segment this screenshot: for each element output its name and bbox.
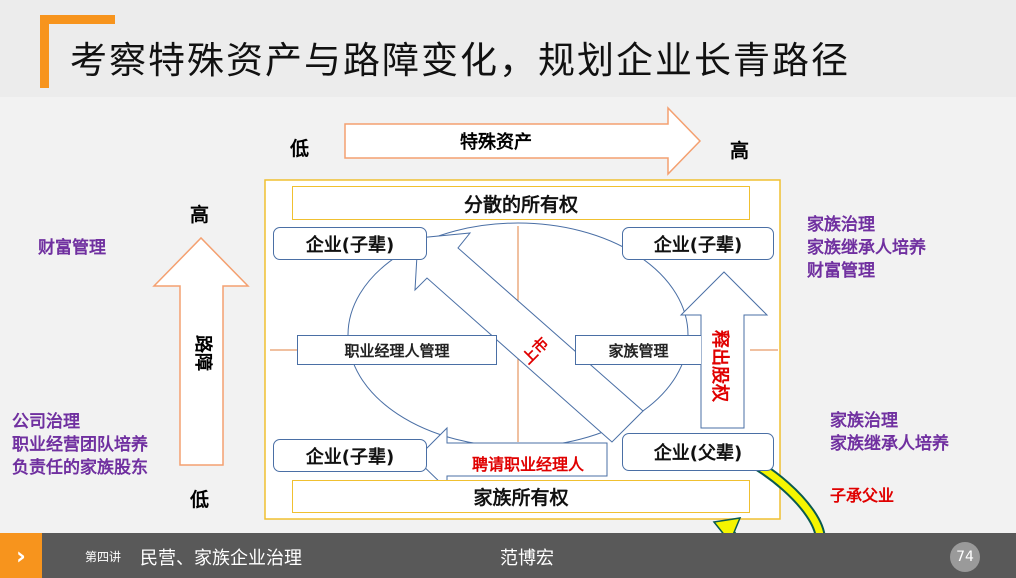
- enterprise-children-top-left: 企业(子辈): [273, 227, 427, 260]
- family-ownership-bar: 家族所有权: [292, 480, 750, 513]
- left-axis-low: 低: [190, 489, 210, 511]
- note-line: 财富管理: [807, 261, 875, 281]
- top-axis-low: 低: [290, 138, 310, 160]
- top-axis-high: 高: [730, 140, 750, 162]
- top-axis-label: 特殊资产: [460, 132, 532, 153]
- family-management-box: 家族管理: [575, 335, 701, 365]
- note-line: 负责任的家族股东: [12, 458, 148, 478]
- release-equity-label: 释出股权: [709, 330, 730, 402]
- title-bar: [0, 0, 1016, 97]
- barrier-arrow: [152, 236, 250, 466]
- lecture-number: 第四讲: [85, 550, 122, 564]
- note-line: 职业经营团队培养: [12, 435, 148, 455]
- page-number: 74: [950, 542, 980, 572]
- succession-note: 子承父业: [830, 486, 895, 505]
- enterprise-children-top-right: 企业(子辈): [622, 227, 774, 260]
- hire-manager-label: 聘请职业经理人: [472, 455, 585, 474]
- succession-arrowhead: [712, 517, 742, 544]
- professional-management-box: 职业经理人管理: [297, 335, 497, 365]
- note-line: 家族治理: [807, 215, 875, 235]
- title-bracket-decoration: [40, 15, 115, 88]
- right-note-bottom: 家族治理 家族继承人培养: [830, 410, 949, 456]
- right-note-top: 家族治理 家族继承人培养 财富管理: [807, 214, 926, 283]
- note-line: 公司治理: [12, 412, 80, 432]
- course-title: 民营、家族企业治理: [140, 548, 302, 569]
- enterprise-parents: 企业(父辈): [622, 433, 774, 471]
- release-equity-arrow: [679, 271, 769, 429]
- footer-bar: [0, 533, 1016, 578]
- special-assets-arrow: [344, 106, 702, 176]
- dispersed-ownership-bar: 分散的所有权: [292, 186, 750, 220]
- enterprise-children-bottom-left: 企业(子辈): [273, 439, 427, 472]
- ipo-arrow: [414, 232, 644, 443]
- left-axis-high: 高: [190, 204, 210, 226]
- hire-manager-arrow: [415, 426, 608, 491]
- note-line: 家族继承人培养: [830, 434, 949, 454]
- note-line: 家族继承人培养: [807, 238, 926, 258]
- note-line: 家族治理: [830, 411, 898, 431]
- author-name: 范博宏: [500, 548, 554, 569]
- chevron-right-icon[interactable]: ›: [0, 533, 42, 578]
- left-note-bottom: 公司治理 职业经营团队培养 负责任的家族股东: [12, 411, 148, 480]
- left-axis-label: 路障: [192, 335, 213, 371]
- left-note-top: 财富管理: [38, 238, 106, 258]
- page-title: 考察特殊资产与路障变化，规划企业长青路径: [70, 39, 850, 82]
